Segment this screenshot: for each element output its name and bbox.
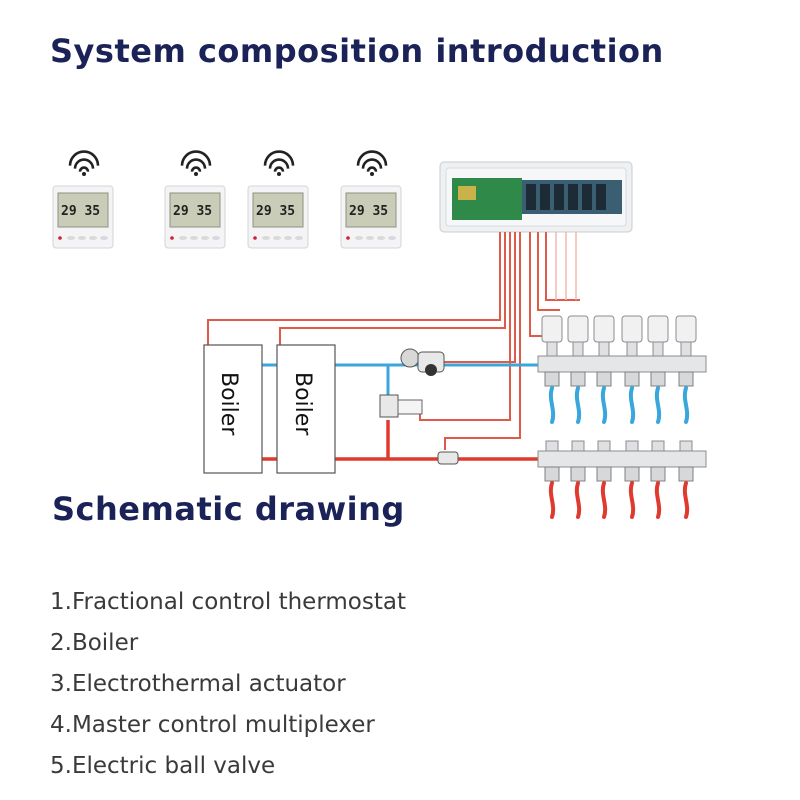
thermostat-4: 29 35 [340, 150, 402, 249]
thermostat-display: 29 35 [349, 204, 388, 219]
hot-loop-pipe [654, 481, 662, 519]
wifi-icon [356, 150, 388, 176]
thermostat-display: 29 35 [61, 204, 100, 219]
wifi-icon [68, 150, 100, 176]
legend-item-thermostat: 1.Fractional control thermostat [50, 589, 406, 615]
electrothermal-actuator [647, 315, 669, 343]
cold-loop-pipe [628, 386, 636, 424]
wifi-icon [180, 150, 212, 176]
wires-to-actuators [555, 232, 577, 300]
legend-item-actuator: 3.Electrothermal actuator [50, 671, 346, 697]
flow-sensor [437, 451, 459, 465]
hot-loop-pipe [600, 481, 608, 519]
cold-loop-pipe [600, 386, 608, 424]
boiler-1: Boiler [203, 344, 263, 474]
component-legend: 1.Fractional control thermostat 2.Boiler… [50, 582, 406, 787]
thermostat-3: 29 35 [247, 150, 309, 249]
thermostat-display: 29 35 [256, 204, 295, 219]
electrothermal-actuator [567, 315, 589, 343]
page-title: System composition introduction [50, 32, 664, 70]
thermostat-2: 29 35 [164, 150, 226, 249]
boiler-2: Boiler [276, 344, 336, 474]
circulation-pump [400, 348, 445, 376]
thermostat-display: 29 35 [173, 204, 212, 219]
legend-item-boiler: 2.Boiler [50, 630, 139, 656]
boiler-1-label: Boiler [216, 372, 241, 436]
hot-loop-pipe [628, 481, 636, 519]
legend-item-ball-valve: 5.Electric ball valve [50, 753, 276, 779]
master-control-multiplexer [439, 161, 633, 233]
electric-ball-valve [379, 394, 423, 418]
electrothermal-actuator [675, 315, 697, 343]
hot-loop-pipe [574, 481, 582, 519]
electrothermal-actuator [593, 315, 615, 343]
manifold-return [537, 315, 707, 424]
manifold-supply [537, 440, 707, 519]
cold-loop-pipe [682, 386, 690, 424]
legend-item-multiplexer: 4.Master control multiplexer [50, 712, 375, 738]
section-subtitle: Schematic drawing [52, 490, 405, 528]
hot-loop-pipe [548, 481, 556, 519]
electrothermal-actuator [541, 315, 563, 343]
cold-loop-pipe [654, 386, 662, 424]
thermostat-1: 29 35 [52, 150, 114, 249]
wifi-icon [263, 150, 295, 176]
cold-loop-pipe [548, 386, 556, 424]
electrothermal-actuator [621, 315, 643, 343]
hot-loop-pipe [682, 481, 690, 519]
boiler-2-label: Boiler [290, 372, 315, 436]
cold-loop-pipe [574, 386, 582, 424]
